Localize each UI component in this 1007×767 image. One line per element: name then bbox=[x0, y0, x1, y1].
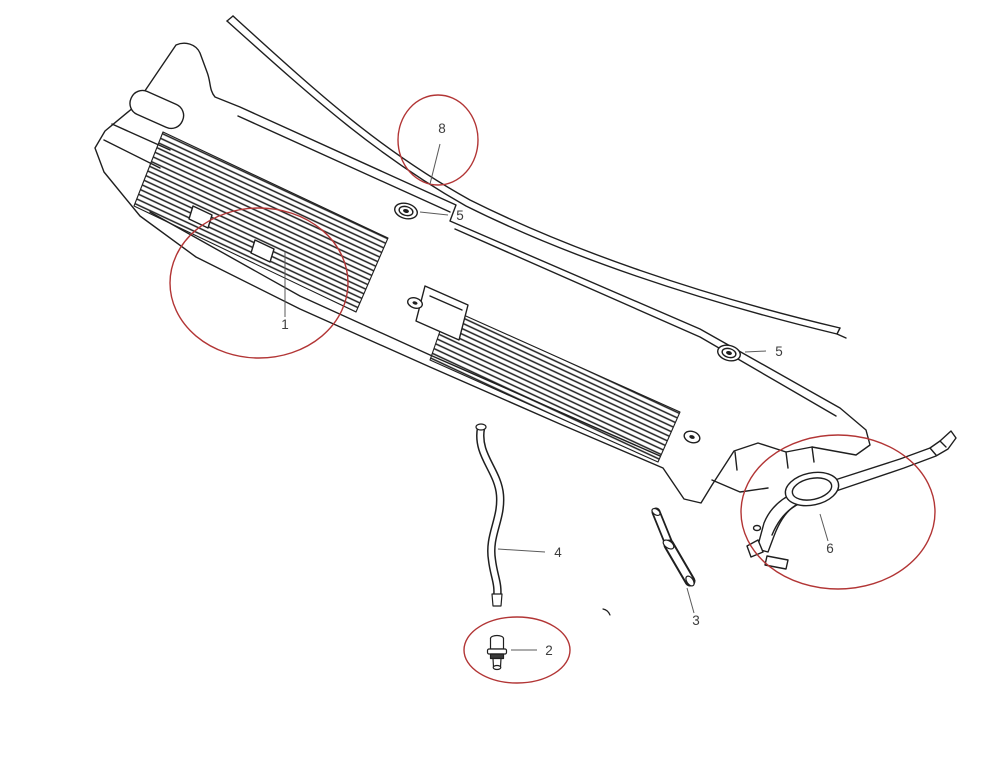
panel-inner-edge bbox=[237, 115, 451, 213]
connector-end-cap bbox=[685, 575, 695, 587]
callout-labels: 1 2 3 4 5 5 6 8 bbox=[281, 121, 834, 658]
extension-clip bbox=[746, 539, 764, 558]
panel-inner-edge bbox=[454, 228, 837, 417]
connector-collar bbox=[662, 539, 675, 550]
cowl-grille-panel bbox=[94, 42, 871, 504]
clip-tab bbox=[250, 239, 275, 263]
molding-lower-edge bbox=[226, 20, 838, 335]
molding-upper-edge bbox=[232, 15, 841, 329]
callout-label-6: 6 bbox=[826, 541, 834, 556]
vent-grille-right bbox=[429, 307, 681, 463]
endcap-slot bbox=[129, 89, 185, 130]
washer-nozzle bbox=[486, 634, 508, 671]
panel-outline bbox=[94, 42, 871, 504]
nozzle-collar bbox=[489, 653, 505, 660]
leader-5-upper bbox=[419, 211, 449, 216]
panel-clip-center bbox=[689, 435, 695, 439]
callout-label-3: 3 bbox=[692, 613, 700, 628]
cowl-side-extension bbox=[746, 430, 957, 570]
callout-label-5-right: 5 bbox=[775, 344, 783, 359]
hose-connector bbox=[651, 507, 696, 587]
highlight-part-6 bbox=[740, 434, 936, 590]
connector-upper-inner bbox=[653, 509, 672, 547]
panel-lower-lip bbox=[149, 211, 661, 457]
right-end-detail bbox=[711, 479, 769, 493]
callout-leaders bbox=[284, 143, 829, 651]
highlight-circles bbox=[169, 94, 936, 684]
extension-fastener bbox=[752, 524, 762, 532]
center-bracket-line bbox=[429, 295, 463, 311]
leader-5-right bbox=[744, 350, 767, 353]
molding-right-endcap bbox=[836, 327, 847, 339]
callout-label-8: 8 bbox=[438, 121, 446, 136]
callout-label-1: 1 bbox=[281, 317, 289, 332]
connector-top-cap bbox=[651, 507, 661, 517]
leader-4 bbox=[497, 548, 546, 553]
nozzle-tip bbox=[492, 664, 502, 671]
extension-clip bbox=[764, 555, 789, 570]
panel-clip-center bbox=[412, 301, 418, 305]
molding-left-endcap bbox=[226, 15, 234, 22]
right-end-detail bbox=[734, 446, 815, 471]
connector-lower-inner bbox=[665, 541, 694, 585]
extension-ring-inner bbox=[791, 477, 833, 501]
washer-hose bbox=[475, 423, 505, 607]
extension-outline bbox=[756, 430, 957, 553]
nozzle-body bbox=[489, 637, 505, 650]
leader-8 bbox=[429, 143, 441, 185]
leader-6 bbox=[819, 513, 829, 542]
grommet-right bbox=[717, 344, 741, 362]
callout-label-2: 2 bbox=[545, 643, 553, 658]
artwork bbox=[94, 15, 957, 671]
nozzle-flange bbox=[486, 648, 508, 655]
grommet-center bbox=[403, 209, 409, 213]
hose-top-fitting bbox=[475, 423, 487, 431]
callout-label-5-upper: 5 bbox=[456, 208, 464, 223]
endcap-detail-line bbox=[103, 139, 161, 169]
callout-label-4: 4 bbox=[554, 545, 562, 560]
vent-grille-left bbox=[133, 131, 389, 313]
hose-bottom-fitting bbox=[491, 593, 503, 607]
grommet-upper bbox=[394, 202, 418, 220]
leader-3 bbox=[686, 587, 695, 614]
highlight-part-2 bbox=[463, 616, 571, 684]
grommet-center bbox=[726, 351, 732, 355]
endcap-detail-line bbox=[111, 123, 171, 151]
stray-mark bbox=[602, 608, 611, 616]
highlight-part-8 bbox=[397, 94, 479, 186]
hose-tube-inner bbox=[477, 425, 503, 602]
highlight-part-1 bbox=[169, 207, 349, 359]
windshield-molding bbox=[226, 15, 847, 339]
center-bracket bbox=[415, 285, 469, 341]
extension-tip-line bbox=[929, 440, 947, 456]
